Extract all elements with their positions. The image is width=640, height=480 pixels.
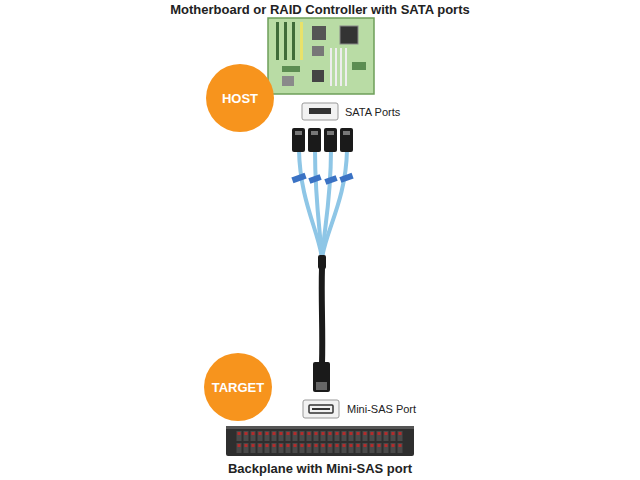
badge-circle: HOST — [206, 64, 274, 132]
sata-port-icon — [302, 103, 338, 120]
port-label: SATA Ports — [345, 106, 400, 118]
motherboard — [268, 18, 374, 94]
caption: Backplane with Mini-SAS port — [228, 461, 412, 476]
badge-text: TARGET — [204, 380, 272, 395]
port-label: Mini-SAS Port — [347, 403, 416, 415]
badge-text: HOST — [206, 91, 274, 106]
minisas-port-icon — [303, 400, 339, 418]
backplane-server — [226, 426, 414, 456]
title: Motherboard or RAID Controller with SATA… — [170, 2, 469, 17]
circle-fill — [204, 353, 272, 421]
sata-to-minisas-cable — [291, 128, 353, 392]
circle-fill — [206, 64, 274, 132]
badge-circle: TARGET — [204, 353, 272, 421]
